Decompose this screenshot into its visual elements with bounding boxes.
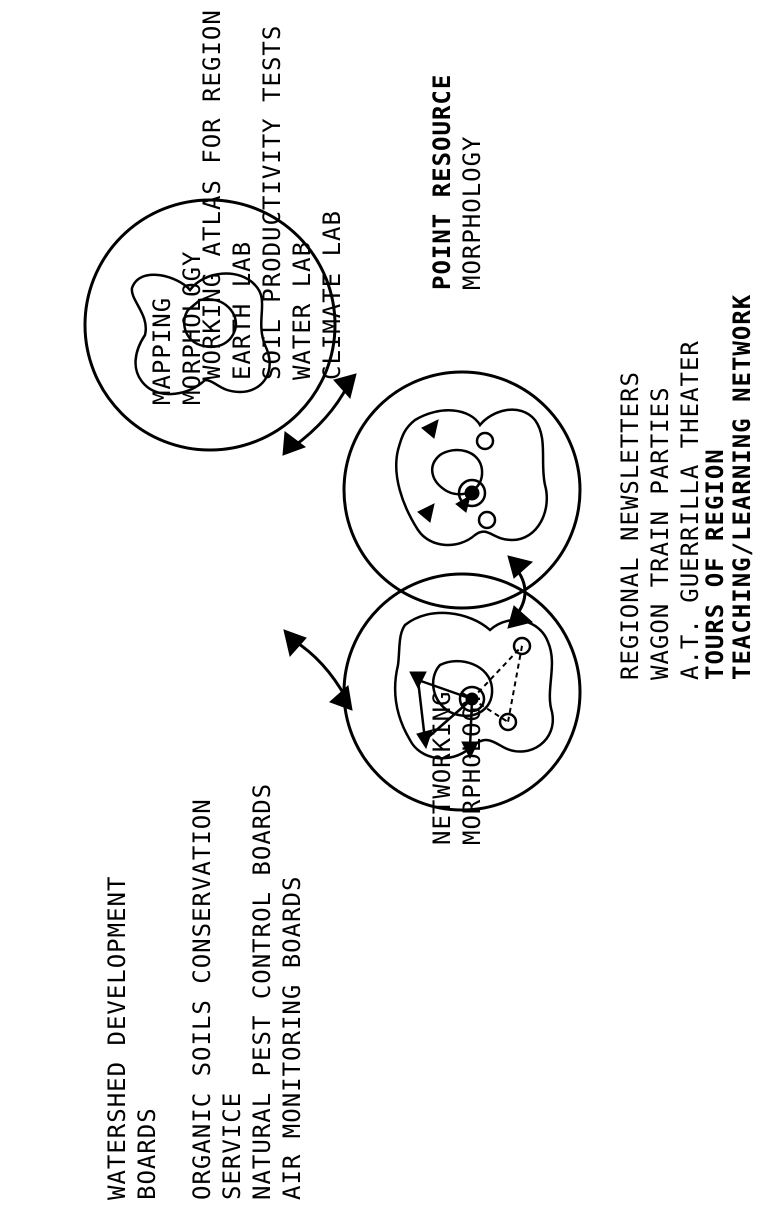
arrowhead-networking-2-icon	[507, 605, 534, 629]
resource-point-open-1-icon	[475, 431, 495, 451]
arrow-shaft-mapping-networking	[291, 638, 348, 700]
network-dashed-link-1	[471, 645, 523, 700]
arrowhead-resource-icon	[333, 373, 357, 400]
network-link-2	[424, 698, 473, 741]
mapping-to-point-resource-arrow	[282, 373, 357, 456]
network-item-watershed: WATERSHED DEVELOPMENT	[103, 875, 131, 1200]
networking-label-line2: MORPHOLOGY	[458, 690, 486, 846]
resource-triangle-1-icon	[421, 419, 439, 439]
network-triangle-1-icon	[409, 671, 427, 690]
resource-triangle-2-icon	[417, 503, 435, 523]
point-resource-node	[342, 370, 582, 610]
networking-inner	[431, 659, 494, 718]
arrowhead-mapping-2-icon	[283, 629, 307, 658]
network-item-boards: BOARDS	[133, 1107, 161, 1200]
mapping-item-atlas: WORKING ATLAS FOR REGION	[198, 9, 226, 380]
network-triangle-3-icon	[461, 741, 479, 760]
network-node-open-1-icon	[512, 636, 532, 656]
resource-item-guerrilla-theater: A.T. GUERRILLA THEATER	[676, 340, 704, 680]
network-node-open-2-icon	[498, 712, 518, 732]
network-link-4	[416, 679, 427, 741]
resource-item-wagon-train: WAGON TRAIN PARTIES	[646, 386, 674, 680]
mapping-label-line1: MAPPING	[148, 296, 176, 405]
mapping-item-earth-lab: EARTH LAB	[228, 240, 256, 380]
point-resource-to-networking-arrow	[507, 555, 534, 629]
resource-item-tours: TOURS OF REGION	[701, 448, 729, 680]
mapping-item-soil-tests: SOIL PRODUCTIVITY TESTS	[258, 24, 286, 380]
resource-item-newsletters: REGIONAL NEWSLETTERS	[616, 371, 644, 680]
network-dashed-link-3	[507, 645, 523, 723]
network-item-service: SERVICE	[218, 1091, 246, 1200]
mapping-circle	[83, 198, 337, 452]
arrowhead-networking-icon	[329, 685, 353, 711]
mapping-node	[83, 198, 337, 452]
networking-label-line1: NETWORKING	[428, 690, 456, 846]
mapping-to-networking-arrow	[283, 629, 353, 711]
point-resource-region	[394, 408, 549, 547]
network-item-air-monitoring: AIR MONITORING BOARDS	[278, 875, 306, 1200]
network-triangle-2-icon	[416, 729, 433, 750]
network-link-1	[417, 678, 473, 701]
networking-node	[342, 572, 582, 812]
mapping-item-climate-lab: CLIMATE LAB	[318, 210, 346, 380]
point-resource-label-line1: POINT RESOURCE	[428, 73, 456, 290]
mapping-region-inner	[183, 297, 238, 349]
point-resource-label-line2: MORPHOLOGY	[458, 135, 486, 291]
mapping-region-outline	[130, 272, 271, 396]
network-link-3	[468, 698, 474, 749]
network-item-organic-soils: ORGANIC SOILS CONSERVATION	[188, 798, 216, 1200]
resource-point-open-2-icon	[477, 510, 497, 530]
arrow-shaft-mapping-resource	[291, 383, 350, 449]
network-dashed-link-2	[471, 698, 509, 723]
resource-item-teaching-network: TEACHING/LEARNING NETWORK	[728, 293, 756, 680]
network-item-pest-control: NATURAL PEST CONTROL BOARDS	[248, 782, 276, 1200]
arrowhead-resource-2-icon	[507, 555, 534, 579]
mapping-item-water-lab: WATER LAB	[288, 240, 316, 380]
resource-triangle-3-icon	[455, 494, 471, 513]
resource-point-ring-icon	[457, 478, 487, 508]
networking-region	[393, 611, 555, 760]
arrowhead-mapping-icon	[282, 431, 307, 456]
point-resource-circle	[342, 370, 582, 610]
